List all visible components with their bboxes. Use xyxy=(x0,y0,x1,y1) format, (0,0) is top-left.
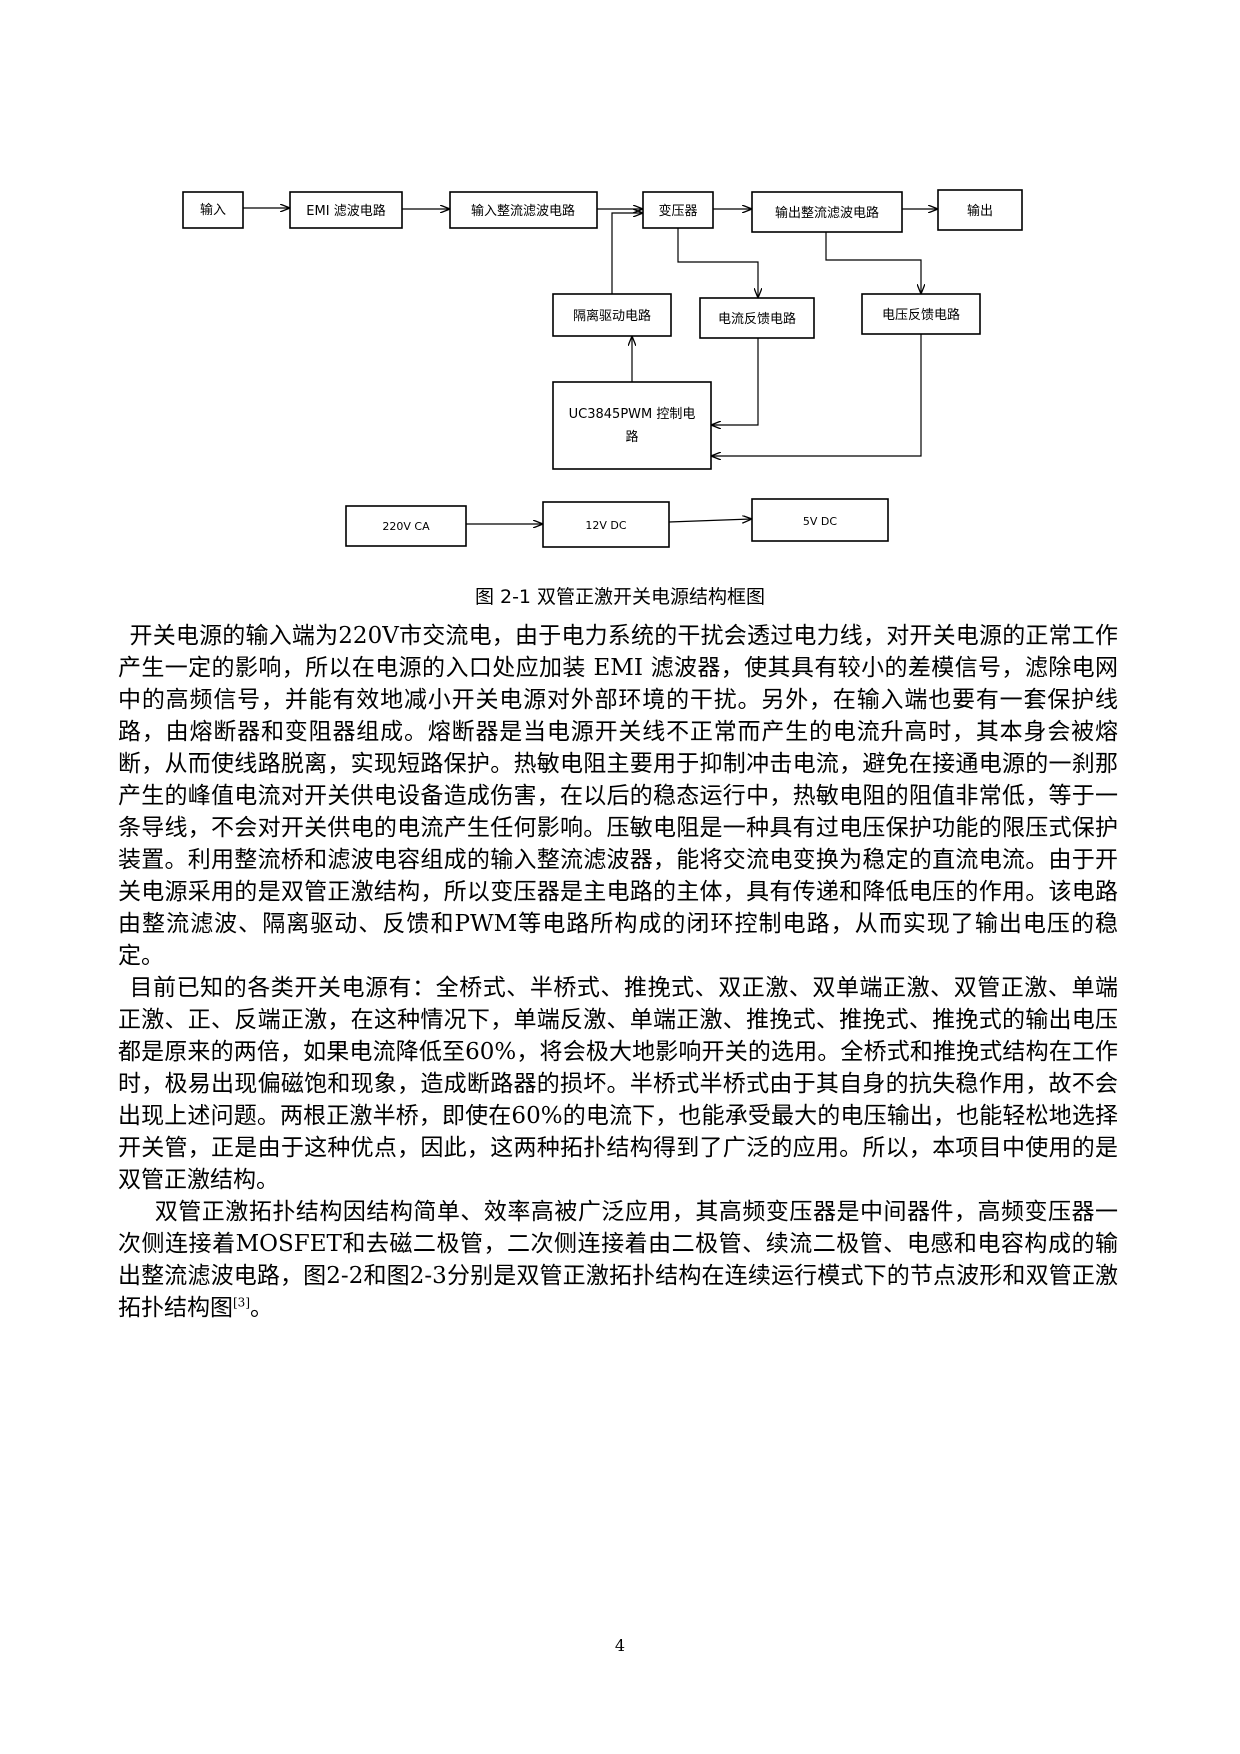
block-diagram: 输入 EMI 滤波电路 输入整流滤波电路 变压器 输出整流滤波电路 输出 隔离驱… xyxy=(182,189,1023,548)
voltage-feedback-label: 电压反馈电路 xyxy=(882,307,960,323)
arrow-output-rectifier-voltage-feedback xyxy=(825,232,921,293)
pwm-control-block xyxy=(552,381,712,470)
input-rectifier-block xyxy=(449,191,598,229)
emi-filter-block xyxy=(289,191,403,229)
arrow-current-feedback-pwm xyxy=(712,338,759,425)
transformer-label: 变压器 xyxy=(658,203,697,219)
current-feedback-block xyxy=(699,297,815,339)
paragraph-3-end: 。 xyxy=(250,1295,273,1321)
current-feedback-label: 电流反馈电路 xyxy=(718,311,796,327)
output-rectifier-block xyxy=(751,191,903,233)
pwm-control-label-line1: UC3845PWM 控制电 xyxy=(569,407,696,422)
input-rectifier-label: 输入整流滤波电路 xyxy=(471,203,575,219)
dc5-label: 5V DC xyxy=(803,515,837,528)
figure-caption: 图 2-1 双管正激开关电源结构框图 xyxy=(474,586,766,608)
paragraph-3: 双管正激拓扑结构因结构简单、效率高被广泛应用，其高频变压器是中间器件，高频变压器… xyxy=(118,1196,1118,1324)
dc12-block xyxy=(542,501,670,548)
input-label: 输入 xyxy=(200,202,226,218)
pwm-control-label-line2: 路 xyxy=(625,429,638,445)
output-label: 输出 xyxy=(967,203,993,219)
ac-input-block xyxy=(345,505,467,547)
citation-ref: [3] xyxy=(233,1295,250,1310)
body-text: 开关电源的输入端为220V市交流电，由于电力系统的干扰会透过电力线，对开关电源的… xyxy=(118,620,1118,1324)
paragraph-3-text: 双管正激拓扑结构因结构简单、效率高被广泛应用，其高频变压器是中间器件，高频变压器… xyxy=(118,1199,1118,1321)
arrow-voltage-feedback-pwm xyxy=(712,334,922,456)
paragraph-2: 目前已知的各类开关电源有：全桥式、半桥式、推挽式、双正激、双单端正激、双管正激、… xyxy=(118,975,1118,1193)
output-rectifier-label: 输出整流滤波电路 xyxy=(775,205,879,221)
paragraph-1: 开关电源的输入端为220V市交流电，由于电力系统的干扰会透过电力线，对开关电源的… xyxy=(118,623,1118,969)
ac-input-label: 220V CA xyxy=(382,520,430,533)
emi-filter-label: EMI 滤波电路 xyxy=(306,203,385,219)
arrow-transformer-current-feedback xyxy=(677,228,758,297)
input-block xyxy=(182,191,244,229)
output-block xyxy=(937,189,1023,231)
arrow-dc12-dc5 xyxy=(668,519,751,522)
dc12-label: 12V DC xyxy=(585,519,626,532)
page-number: 4 xyxy=(614,1636,626,1655)
arrow-isolation-transformer xyxy=(611,213,642,294)
isolation-driver-label: 隔离驱动电路 xyxy=(573,308,651,324)
